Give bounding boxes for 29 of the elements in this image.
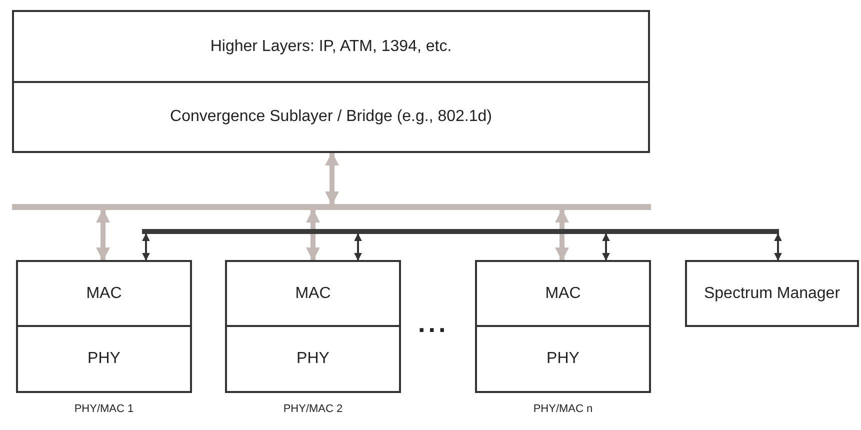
double-arrow: [555, 208, 569, 262]
box-label: PHY: [296, 350, 330, 368]
module-box: [16, 260, 192, 393]
layer-box: [12, 10, 650, 83]
box-label: PHY: [88, 350, 120, 368]
box-label: MAC: [86, 284, 122, 302]
module-box: [225, 260, 401, 393]
double-arrow: [325, 152, 339, 206]
double-arrow: [774, 233, 782, 261]
layer-box: [12, 81, 650, 153]
box-label: MAC: [545, 284, 581, 302]
module-caption: PHY/MAC n: [532, 403, 594, 415]
double-arrow: [96, 208, 110, 262]
module-box: [475, 260, 651, 393]
bus-bar: [142, 229, 779, 234]
box-label: PHY: [546, 350, 580, 368]
module-caption: PHY/MAC 1: [73, 403, 135, 415]
box-label: Spectrum Manager: [704, 284, 840, 302]
double-arrow: [354, 233, 362, 261]
box-label: Higher Layers: IP, ATM, 1394, etc.: [210, 38, 452, 56]
bus-bar: [12, 204, 651, 210]
box-label: MAC: [295, 284, 331, 302]
box-label: Convergence Sublayer / Bridge (e.g., 802.1d): [170, 108, 492, 126]
module-caption: PHY/MAC 2: [282, 403, 344, 415]
double-arrow: [142, 233, 150, 261]
ellipsis-mark: ...: [418, 308, 449, 339]
double-arrow: [306, 208, 320, 262]
layer-box: [685, 260, 859, 327]
double-arrow: [602, 233, 610, 261]
